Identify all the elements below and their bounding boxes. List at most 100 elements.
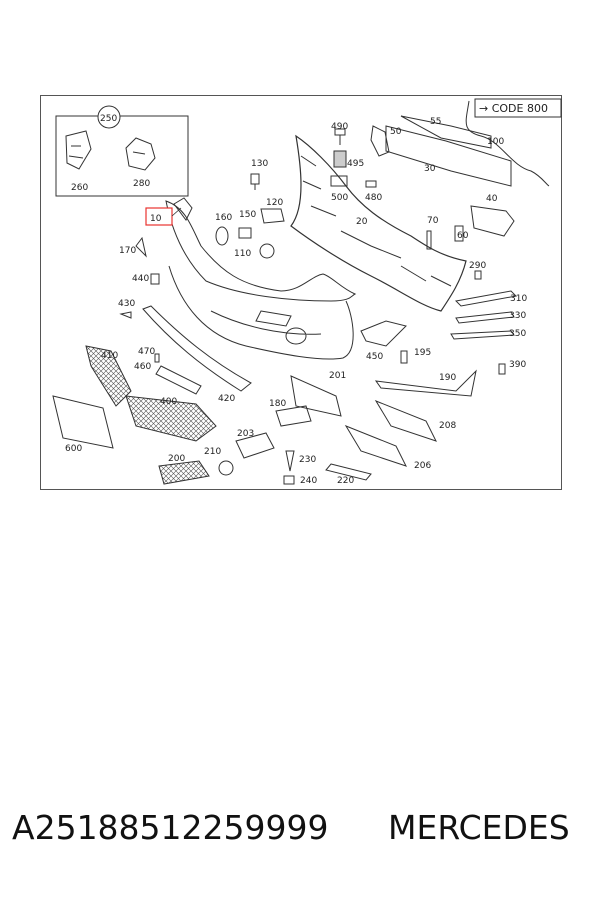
grille-208-shape <box>374 399 437 442</box>
callout-420: 420 <box>218 394 235 404</box>
callout-203: 203 <box>237 429 254 439</box>
clip-130-shape <box>250 173 260 190</box>
callout-50: 50 <box>390 127 402 137</box>
bracket-260-shape <box>65 130 92 170</box>
trim-220-shape <box>325 463 372 481</box>
highlight-box <box>145 207 173 226</box>
strip-330-shape <box>455 311 515 324</box>
callout-60: 60 <box>457 231 469 241</box>
grille-410-shape <box>85 345 132 407</box>
wiring-harness-shape <box>465 100 550 187</box>
foam-30-shape <box>385 125 512 187</box>
callout-495: 495 <box>347 159 364 169</box>
callout-40: 40 <box>486 194 498 204</box>
callout-210: 210 <box>204 447 221 457</box>
callout-10: 10 <box>150 214 162 224</box>
callout-600: 600 <box>65 444 82 454</box>
part-number: A25188512259999 <box>12 808 329 847</box>
callout-55: 55 <box>430 117 441 127</box>
callout-200: 200 <box>168 454 185 464</box>
callout-460: 460 <box>134 362 151 372</box>
callout-20: 20 <box>356 217 368 227</box>
frame-203-shape <box>235 432 275 459</box>
callout-310: 310 <box>510 294 527 304</box>
callout-350: 350 <box>509 329 526 339</box>
callout-150: 150 <box>239 210 256 220</box>
clip-290-shape <box>474 270 482 280</box>
callout-130: 130 <box>251 159 268 169</box>
clip-470-shape <box>154 353 160 363</box>
part-caption: A25188512259999 MERCEDES <box>0 808 600 858</box>
foam-55-shape <box>400 115 492 149</box>
callout-490: 490 <box>331 122 348 132</box>
clip-390-shape <box>498 363 506 375</box>
strip-310-shape <box>454 290 518 307</box>
bolt-495-shape <box>333 150 347 168</box>
grille-400-shape <box>125 395 217 442</box>
impact-absorber-shape <box>290 134 467 312</box>
callout-layer: 10 20 30 40 50 55 60 70 100 110 120 130 150 160 170 180… <box>65 117 527 486</box>
callout-190: 190 <box>439 373 456 383</box>
trim-190-shape <box>374 369 477 397</box>
cover-120-shape <box>260 208 285 224</box>
code-box <box>474 98 562 118</box>
subassembly-item-260: 260 <box>71 183 88 193</box>
bolt-70-shape <box>426 230 432 250</box>
callout-400: 400 <box>160 397 177 407</box>
ring-210-shape <box>218 460 234 476</box>
callout-10-leader <box>171 207 182 217</box>
bracket-170-shape <box>135 236 147 258</box>
callout-240: 240 <box>300 476 317 486</box>
grille-206-shape <box>344 424 407 467</box>
callout-100: 100 <box>487 137 504 147</box>
screw-490-shape <box>334 128 346 145</box>
callout-410: 410 <box>101 351 118 361</box>
sensor-110-shape <box>259 243 275 259</box>
callout-290: 290 <box>469 261 486 271</box>
callout-440: 440 <box>132 274 149 284</box>
callout-500: 500 <box>331 193 348 203</box>
grille-200-shape <box>158 460 210 485</box>
callout-70: 70 <box>427 216 439 226</box>
subassembly-box <box>55 115 189 197</box>
frame-201-shape <box>290 375 342 417</box>
clip-240-shape <box>283 475 295 485</box>
callout-195: 195 <box>414 348 431 358</box>
callout-206: 206 <box>414 461 431 471</box>
callout-160: 160 <box>215 213 232 223</box>
callout-30: 30 <box>424 164 436 174</box>
frame-180-shape <box>275 405 312 427</box>
callout-330: 330 <box>509 311 526 321</box>
bracket-40-shape <box>470 205 515 237</box>
bracket-440-shape <box>150 273 160 285</box>
parts-diagram: → CODE 800 250 260 280 <box>40 95 562 490</box>
trim-460-shape <box>155 365 202 395</box>
subassembly-circle <box>97 105 121 129</box>
callout-470: 470 <box>138 347 155 357</box>
bracket-280-shape <box>125 137 156 171</box>
sensor-150-shape <box>238 227 252 239</box>
callout-180: 180 <box>269 399 286 409</box>
callout-110: 110 <box>234 249 251 259</box>
callout-390: 390 <box>509 360 526 370</box>
subassembly-label: 250 <box>100 114 117 124</box>
subassembly-item-280: 280 <box>133 179 150 189</box>
ring-160-shape <box>215 226 229 246</box>
trim-450-shape <box>360 320 407 347</box>
brand-name: MERCEDES <box>388 808 570 847</box>
callout-430: 430 <box>118 299 135 309</box>
nut-500-shape <box>330 175 348 187</box>
screw-230-shape <box>285 450 295 472</box>
plate-600-shape <box>52 395 114 449</box>
bumper-corner-shape <box>173 197 193 221</box>
bracket-60-shape <box>454 225 464 242</box>
bumper-cover-shape <box>165 200 357 302</box>
strip-350-shape <box>450 330 515 340</box>
callout-201: 201 <box>329 371 346 381</box>
callout-220: 220 <box>337 476 354 486</box>
callout-120: 120 <box>266 198 283 208</box>
bracket-50-shape <box>370 125 390 157</box>
callout-450: 450 <box>366 352 383 362</box>
code-box-label: → CODE 800 <box>479 102 548 115</box>
callout-170: 170 <box>119 246 136 256</box>
